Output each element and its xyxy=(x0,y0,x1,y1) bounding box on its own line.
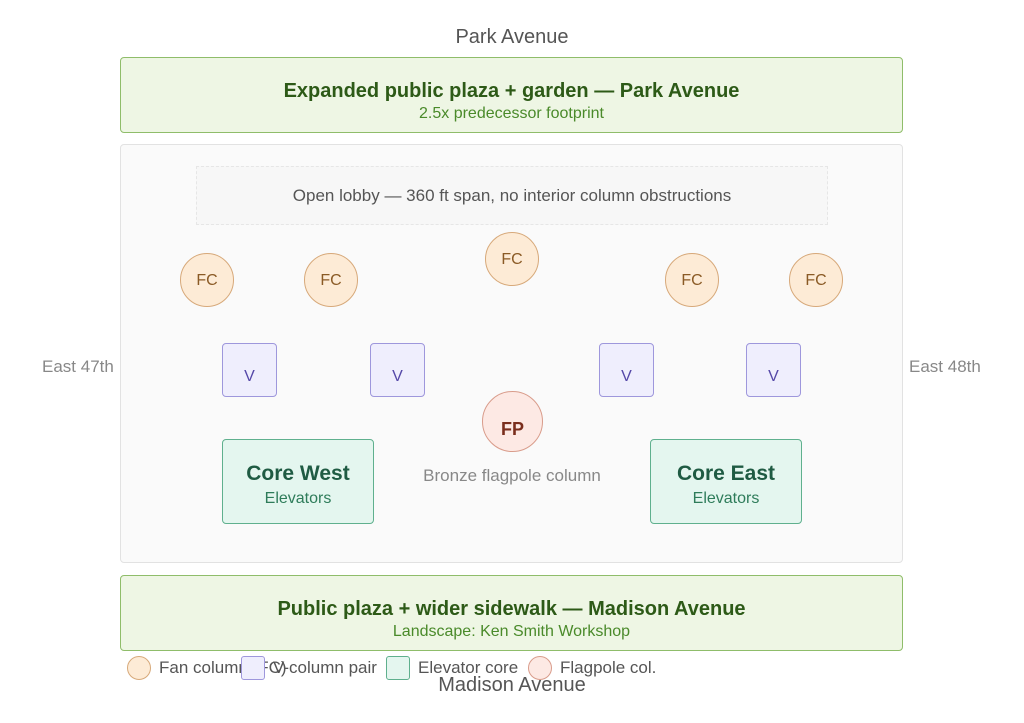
flagpole-column: FP xyxy=(482,391,543,452)
open-lobby: Open lobby — 360 ft span, no interior co… xyxy=(196,166,828,225)
core-west-subtitle: Elevators xyxy=(264,490,332,507)
v-column: V xyxy=(746,343,801,397)
legend-swatch-elevator-core xyxy=(386,656,410,680)
core-west-title: Core West xyxy=(246,462,350,485)
fan-column: FC xyxy=(789,253,843,307)
v-column: V xyxy=(599,343,654,397)
v-column: V xyxy=(222,343,277,397)
fan-column: FC xyxy=(304,253,358,307)
street-label-south: Madison Avenue xyxy=(438,674,586,696)
plaza-madison-avenue-title: Public plaza + wider sidewalk — Madison … xyxy=(277,598,746,620)
fan-column: FC xyxy=(485,232,539,286)
fan-column: FC xyxy=(665,253,719,307)
legend-swatch-fan-column xyxy=(127,656,151,680)
core-west: Core West Elevators xyxy=(222,439,374,524)
plaza-park-avenue-subtitle: 2.5x predecessor footprint xyxy=(419,105,604,122)
v-column: V xyxy=(370,343,425,397)
street-label-west: East 47th xyxy=(42,357,114,376)
legend-label-flagpole: Flagpole col. xyxy=(560,658,657,677)
plaza-madison-avenue-subtitle: Landscape: Ken Smith Workshop xyxy=(392,623,631,640)
fan-column: FC xyxy=(180,253,234,307)
plaza-madison-avenue: Public plaza + wider sidewalk — Madison … xyxy=(120,575,903,651)
flagpole-caption: Bronze flagpole column xyxy=(423,466,601,485)
core-east-subtitle: Elevators xyxy=(692,490,760,507)
plaza-park-avenue-title: Expanded public plaza + garden — Park Av… xyxy=(283,80,740,102)
street-label-east: East 48th xyxy=(909,357,981,376)
legend-label-elevator-core: Elevator core xyxy=(418,658,519,677)
core-east-title: Core East xyxy=(676,462,776,485)
legend-label-v-column: V-column pair xyxy=(273,658,377,677)
street-label-north: Park Avenue xyxy=(455,26,569,48)
core-east: Core East Elevators xyxy=(650,439,802,524)
legend-swatch-flagpole xyxy=(528,656,552,680)
plaza-park-avenue: Expanded public plaza + garden — Park Av… xyxy=(120,57,903,133)
legend-swatch-v-column xyxy=(241,656,265,680)
